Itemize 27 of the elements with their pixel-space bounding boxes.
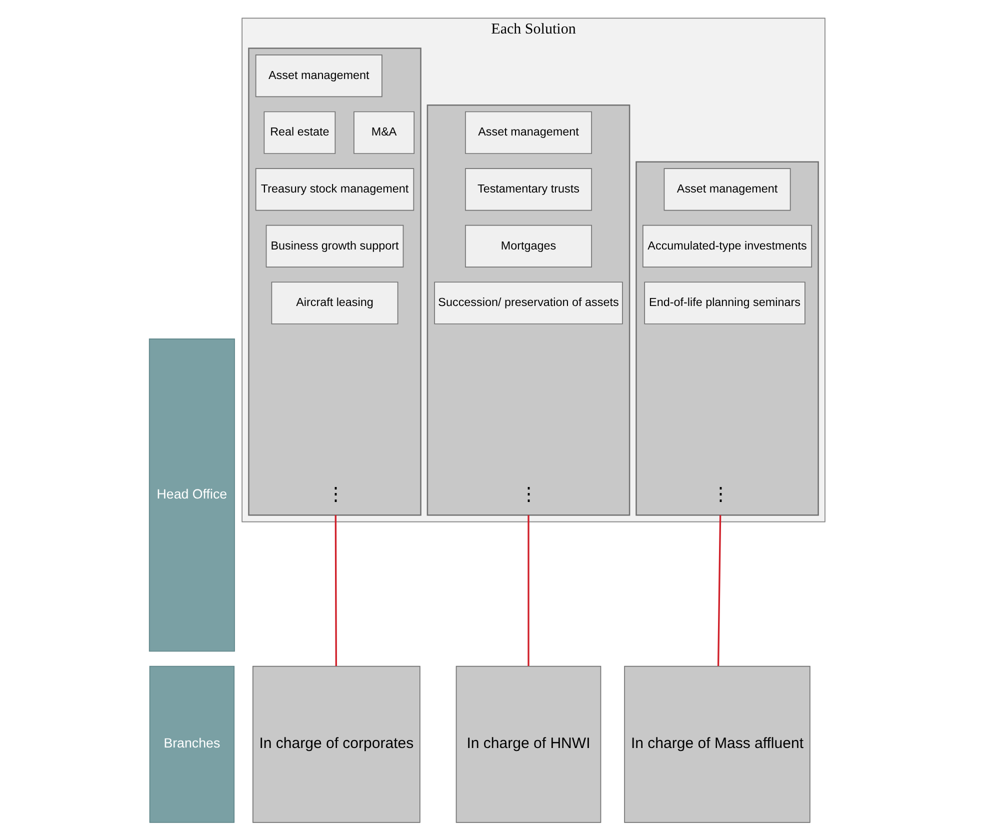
- node-box: Real estate: [264, 111, 336, 154]
- node-box: Business growth support: [266, 224, 404, 268]
- connector: [334, 515, 337, 666]
- node-box: Aircraft leasing: [271, 282, 398, 324]
- node-box: In charge of corporates: [252, 666, 420, 823]
- node-box: Mortgages: [465, 224, 592, 268]
- cluster: [636, 161, 819, 516]
- connector: [717, 515, 722, 666]
- node-box: Treasury stock management: [255, 168, 414, 211]
- node-box: End-of-life planning seminars: [644, 282, 806, 324]
- label: ⋮: [326, 484, 345, 504]
- node-box: Succession/ preservation of assets: [434, 282, 623, 324]
- node-box: Accumulated-type investments: [642, 224, 812, 268]
- label: ⋮: [712, 484, 730, 504]
- node-box: Asset management: [255, 54, 382, 98]
- connector: [528, 515, 530, 666]
- node-box: Branches: [149, 666, 235, 823]
- cluster: [248, 48, 422, 516]
- node-box: Asset management: [465, 111, 592, 154]
- cluster: [426, 104, 630, 516]
- node-box: Testamentary trusts: [465, 168, 592, 211]
- node-box: Asset management: [664, 168, 791, 211]
- node-box: In charge of Mass affluent: [624, 666, 810, 823]
- label: ⋮: [520, 484, 538, 504]
- node-box: In charge of HNWI: [456, 666, 602, 823]
- node-box: Head Office: [148, 338, 235, 652]
- node-box: M&A: [354, 111, 414, 154]
